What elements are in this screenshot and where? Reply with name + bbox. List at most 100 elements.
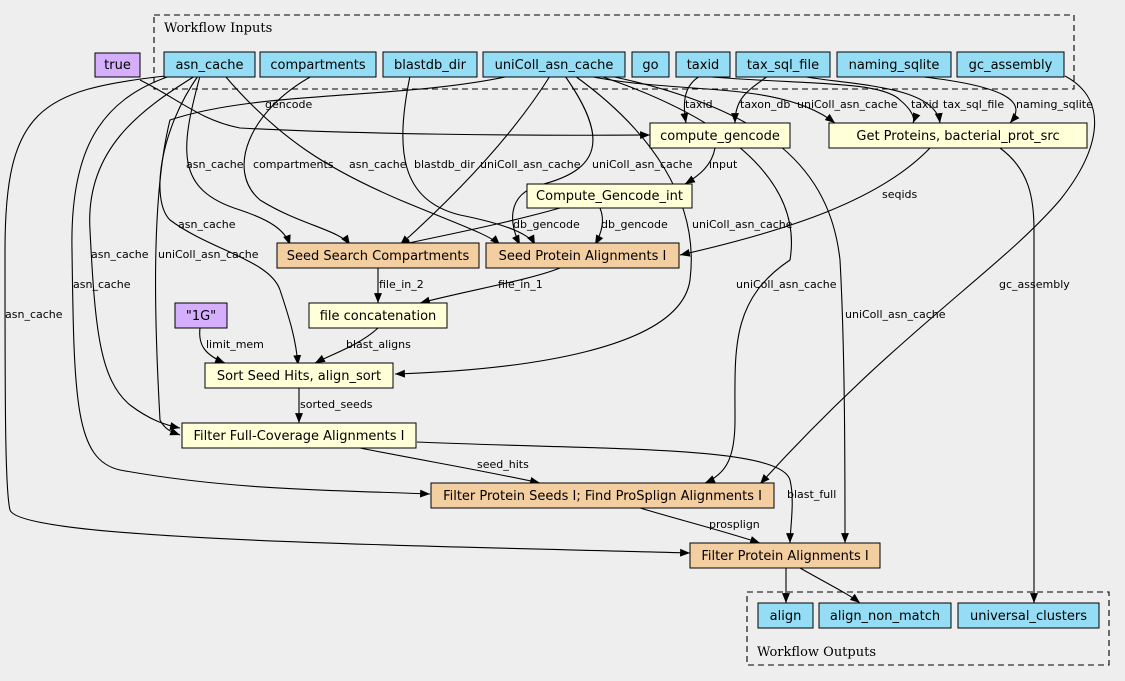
- node-go[interactable]: go: [631, 51, 670, 78]
- edge-label-unicoll-sort: uniColl_asn_cache: [692, 218, 793, 231]
- edge-label-file-in-1: file_in_1: [498, 278, 543, 291]
- node-label-go: go: [642, 58, 658, 73]
- edge-filter-protein-align-non-match: [799, 567, 861, 604]
- node-label-filter-seeds: Filter Protein Seeds I; Find ProSplign A…: [443, 489, 762, 504]
- node-label-align: align: [770, 609, 802, 624]
- node-taxid[interactable]: taxid: [675, 51, 731, 78]
- edge-label-gc-assembly: gc_assembly: [999, 278, 1070, 291]
- edge-label-compartments: compartments: [253, 158, 334, 171]
- edge-unicoll-filter-protein: uniColl_asn_cache: [609, 75, 946, 544]
- edge-label-asn-cache-sort: asn_cache: [178, 218, 236, 231]
- edge-asn-filter-seeds: asn_cache: [71, 75, 431, 498]
- edge-label-unicoll-fp: uniColl_asn_cache: [845, 308, 946, 321]
- node-label-seed-search: Seed Search Compartments: [287, 249, 470, 264]
- edge-get-proteins-seed-protein: seqids: [679, 147, 931, 257]
- edge-label-file-in-2: file_in_2: [379, 278, 424, 291]
- edge-label-input: input: [709, 158, 738, 171]
- node-label-asn-cache: asn_cache: [176, 58, 244, 73]
- node-sort-seed-hits[interactable]: Sort Seed Hits, align_sort: [204, 362, 394, 389]
- node-label-seed-protein: Seed Protein Alignments I: [499, 249, 667, 264]
- edge-label-seed-hits: seed_hits: [477, 458, 529, 471]
- edge-taxid-compute-gencode: taxid: [680, 75, 713, 124]
- edge-label-db-gencode-a: db_gencode: [513, 218, 580, 231]
- node-gc-assembly[interactable]: gc_assembly: [956, 51, 1065, 78]
- node-compute-gencode[interactable]: compute_gencode: [649, 122, 791, 149]
- node-label-gc-assembly: gc_assembly: [969, 58, 1053, 73]
- workflow-outputs-cluster: Workflow Outputs: [746, 591, 1110, 666]
- edge-seed-search-file-concat: file_in_2: [374, 268, 424, 303]
- node-filter-full-coverage[interactable]: Filter Full-Coverage Alignments I: [181, 422, 417, 449]
- edge-tax-sql-get-proteins: tax_sql_file: [799, 75, 1004, 124]
- workflow-inputs-title: Workflow Inputs: [164, 21, 272, 36]
- node-filter-protein-alignments[interactable]: Filter Protein Alignments I: [689, 542, 881, 569]
- node-unicoll-asn-cache[interactable]: uniColl_asn_cache: [482, 51, 626, 78]
- node-label-filter-protein: Filter Protein Alignments I: [701, 549, 868, 564]
- node-file-concatenation[interactable]: file concatenation: [308, 302, 448, 329]
- node-align-non-match[interactable]: align_non_match: [818, 602, 952, 629]
- edge-compute-gencode-int: input: [684, 147, 738, 185]
- edge-asn-sort: asn_cache: [159, 75, 302, 366]
- edge-asn-filter-full: asn_cache: [89, 75, 196, 430]
- node-get-proteins[interactable]: Get Proteins, bacterial_prot_src: [828, 122, 1088, 149]
- node-naming-sqlite[interactable]: naming_sqlite: [836, 51, 952, 78]
- node-asn-cache[interactable]: asn_cache: [163, 51, 256, 78]
- edge-seed-protein-file-concat: file_in_1: [419, 267, 561, 305]
- node-label-sort-seed: Sort Seed Hits, align_sort: [217, 369, 381, 384]
- edge-label-unicoll-ss: uniColl_asn_cache: [480, 158, 581, 171]
- edge-filter-full-filter-seeds: seed_hits: [359, 447, 541, 485]
- edge-label-asn-cache-fp: asn_cache: [5, 308, 63, 321]
- edge-unicoll-sort: uniColl_asn_cache: [394, 75, 793, 378]
- node-label-unicoll-asn-cache: uniColl_asn_cache: [495, 58, 614, 73]
- edge-label-taxon-db: taxon_db: [740, 98, 790, 111]
- node-label-compartments: compartments: [270, 58, 365, 73]
- node-align[interactable]: align: [757, 602, 814, 629]
- edge-gc-assembly-filter-seeds: gc_assembly: [759, 75, 1096, 485]
- node-tax-sql-file[interactable]: tax_sql_file: [735, 51, 831, 78]
- node-label-compute-gencode-int: Compute_Gencode_int: [536, 189, 683, 204]
- node-seed-protein-alignments[interactable]: Seed Protein Alignments I: [485, 242, 680, 269]
- edge-label-tax-sql-file: tax_sql_file: [943, 98, 1004, 111]
- edge-label-unicoll-fs: uniColl_asn_cache: [736, 278, 837, 291]
- edge-label-seqids: seqids: [882, 188, 918, 201]
- edge-blastdb-seed-protein: blastdb_dir: [402, 75, 536, 246]
- workflow-outputs-title: Workflow Outputs: [757, 645, 876, 660]
- edge-label-blastdb-dir: blastdb_dir: [414, 158, 475, 171]
- node-universal-clusters[interactable]: universal_clusters: [957, 602, 1100, 629]
- edge-file-concat-sort: blast_aligns: [314, 327, 411, 364]
- edge-label-asn-cache-ss: asn_cache: [186, 158, 244, 171]
- edge-unicoll-filter-full: uniColl_asn_cache: [154, 75, 511, 436]
- edge-1g-sort: limit_mem: [199, 327, 264, 364]
- edge-label-asn-cache-sp: asn_cache: [349, 158, 407, 171]
- edge-label-db-gencode-b: db_gencode: [601, 218, 668, 231]
- node-label-file-concat: file concatenation: [320, 309, 437, 324]
- workflow-inputs-cluster: Workflow Inputs: [153, 14, 1075, 90]
- node-compute-gencode-int[interactable]: Compute_Gencode_int: [526, 183, 693, 209]
- edge-label-taxid-a: taxid: [685, 98, 713, 111]
- edge-unicoll-get-proteins: uniColl_asn_cache: [587, 75, 898, 124]
- edge-label-unicoll-sp: uniColl_asn_cache: [592, 158, 693, 171]
- edge-label-gencode: gencode: [265, 98, 312, 111]
- node-blastdb-dir[interactable]: blastdb_dir: [382, 51, 478, 78]
- edge-asn-seed-search: asn_cache: [186, 75, 291, 246]
- node-label-align-non-match: align_non_match: [830, 609, 940, 624]
- edge-asn-filter-protein: asn_cache: [4, 75, 691, 557]
- node-true[interactable]: true: [94, 52, 141, 78]
- node-label-universal-clusters: universal_clusters: [970, 609, 1087, 624]
- edge-label-blast-full: blast_full: [787, 488, 836, 501]
- node-label-filter-full: Filter Full-Coverage Alignments I: [193, 429, 404, 444]
- node-1g[interactable]: "1G": [174, 302, 228, 329]
- edge-label-asn-cache-ff: asn_cache: [91, 248, 149, 261]
- node-label-naming-sqlite: naming_sqlite: [849, 58, 940, 73]
- edge-compartments-seed-search: compartments: [243, 75, 351, 246]
- edge-unicoll-seed-search: uniColl_asn_cache: [399, 75, 581, 246]
- node-seed-search-compartments[interactable]: Seed Search Compartments: [276, 242, 480, 269]
- node-filter-protein-seeds[interactable]: Filter Protein Seeds I; Find ProSplign A…: [430, 482, 775, 509]
- node-label-get-proteins: Get Proteins, bacterial_prot_src: [856, 129, 1059, 144]
- edge-filter-seeds-filter-protein: prosplign: [639, 507, 761, 544]
- edge-label-limit-mem: limit_mem: [206, 338, 264, 351]
- node-compartments[interactable]: compartments: [259, 51, 377, 78]
- edge-label-naming-sqlite: naming_sqlite: [1016, 98, 1093, 111]
- node-label-blastdb-dir: blastdb_dir: [394, 58, 467, 73]
- edge-label-taxid-b: taxid: [911, 98, 939, 111]
